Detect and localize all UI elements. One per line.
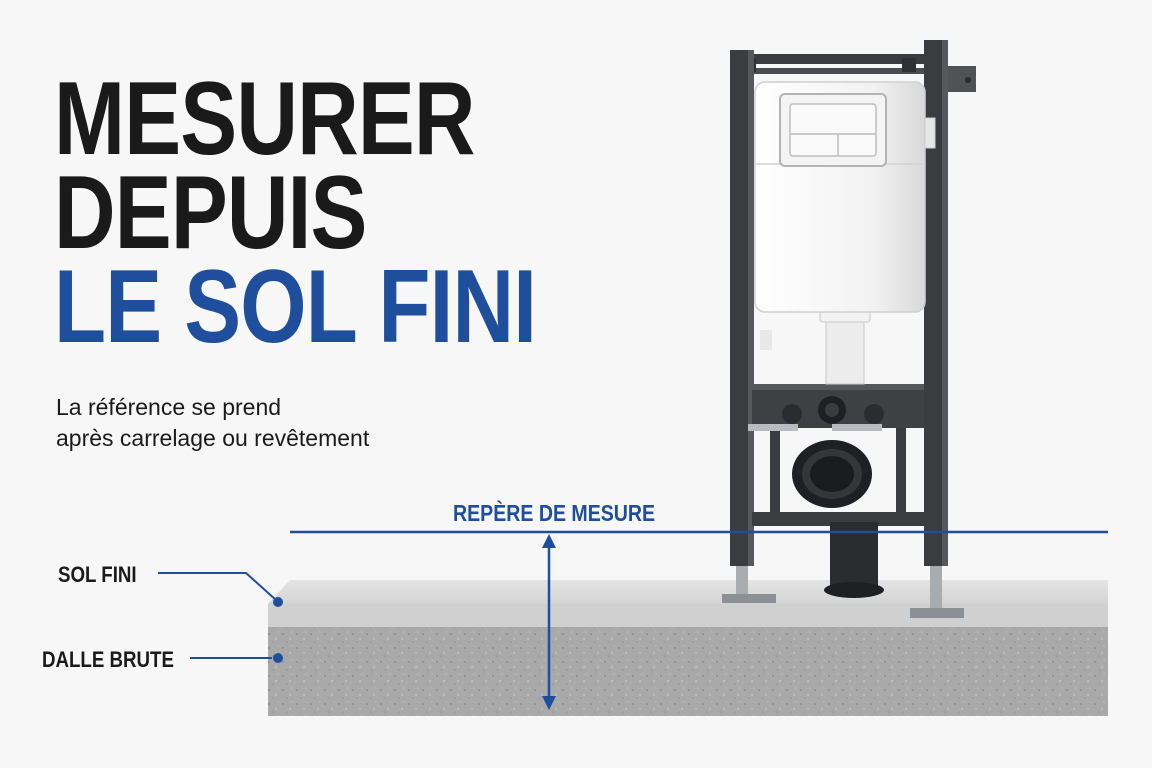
title-line-2: DEPUIS — [54, 155, 367, 271]
sol-fini-leader — [158, 572, 283, 607]
page-title: MESURER DEPUIS LE SOL FINI — [54, 61, 537, 365]
dalle-brute-leader — [190, 653, 283, 663]
finished-floor-edge — [268, 604, 1108, 628]
finished-floor-surface — [268, 580, 1108, 604]
finished-floor-label: SOL FINI — [58, 562, 137, 587]
raw-slab-label: DALLE BRUTE — [42, 647, 174, 672]
title-line-3: LE SOL FINI — [54, 249, 537, 365]
reference-label: REPÈRE DE MESURE — [453, 500, 656, 526]
raw-slab — [268, 628, 1108, 716]
floor-section — [268, 580, 1108, 716]
subtitle: La référence se prend après carrelage ou… — [56, 392, 369, 454]
wc-support-frame-icon — [722, 40, 976, 618]
subtitle-line-2: après carrelage ou revêtement — [56, 425, 370, 451]
title-line-1: MESURER — [54, 61, 476, 177]
subtitle-line-1: La référence se prend — [56, 394, 282, 420]
measurement-arrow — [542, 534, 556, 710]
flush-plate-icon — [779, 93, 887, 167]
